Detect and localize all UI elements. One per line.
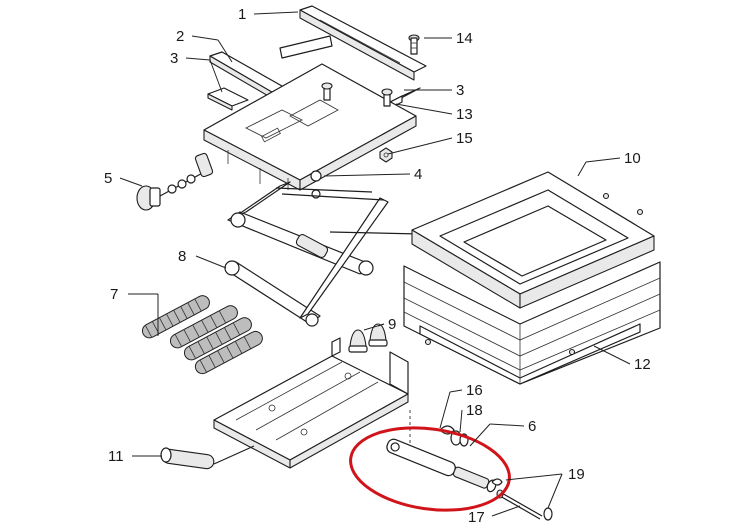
- callout-12: 12: [634, 356, 651, 373]
- part-1-slide-rail: [299, 5, 427, 81]
- part-17-pin: [496, 489, 543, 520]
- base-frame: [213, 337, 409, 469]
- callout-8: 8: [178, 248, 186, 265]
- part-11-handle: [160, 445, 255, 470]
- part-10-housing-top: [411, 171, 655, 309]
- part-5-adjustment-knob: [136, 152, 214, 211]
- callout-17: 17: [468, 509, 485, 526]
- part-6-gas-spring: [386, 438, 497, 493]
- callout-10: 10: [624, 150, 641, 167]
- callout-14: 14: [456, 30, 473, 47]
- callout-19: 19: [568, 466, 585, 483]
- callout-9: 9: [388, 316, 396, 333]
- part-4-pivot: [310, 170, 322, 199]
- part-7-springs: [141, 295, 263, 375]
- part-19-retaining-clips: [491, 478, 553, 521]
- callout-labels: 1 2 3 3 4 5 6 7 8 9 10 11 12 13 14 15 16…: [104, 6, 651, 526]
- part-9-buffers: [348, 323, 388, 353]
- callout-5: 5: [104, 170, 112, 187]
- leader-lines: [119, 11, 631, 517]
- callout-6: 6: [528, 418, 536, 435]
- callout-18: 18: [466, 402, 483, 419]
- frame-bolts: [321, 82, 393, 107]
- part-12-housing-body: [403, 261, 661, 385]
- part-15-nut: [379, 147, 393, 163]
- callout-3-right: 3: [456, 82, 464, 99]
- callout-2: 2: [176, 28, 184, 45]
- top-mounting-frame: [203, 63, 417, 191]
- callout-16: 16: [466, 382, 483, 399]
- callout-4: 4: [414, 166, 422, 183]
- housing-screws: [424, 192, 644, 356]
- part-8-scissor-linkage: [224, 181, 425, 327]
- callout-13: 13: [456, 106, 473, 123]
- callout-15: 15: [456, 130, 473, 147]
- callout-1: 1: [238, 6, 246, 23]
- callout-3-left: 3: [170, 50, 178, 67]
- part-14-bolt: [408, 34, 420, 55]
- callout-7: 7: [110, 286, 118, 303]
- part-3-left-strip: [207, 87, 249, 111]
- callout-11: 11: [108, 448, 124, 465]
